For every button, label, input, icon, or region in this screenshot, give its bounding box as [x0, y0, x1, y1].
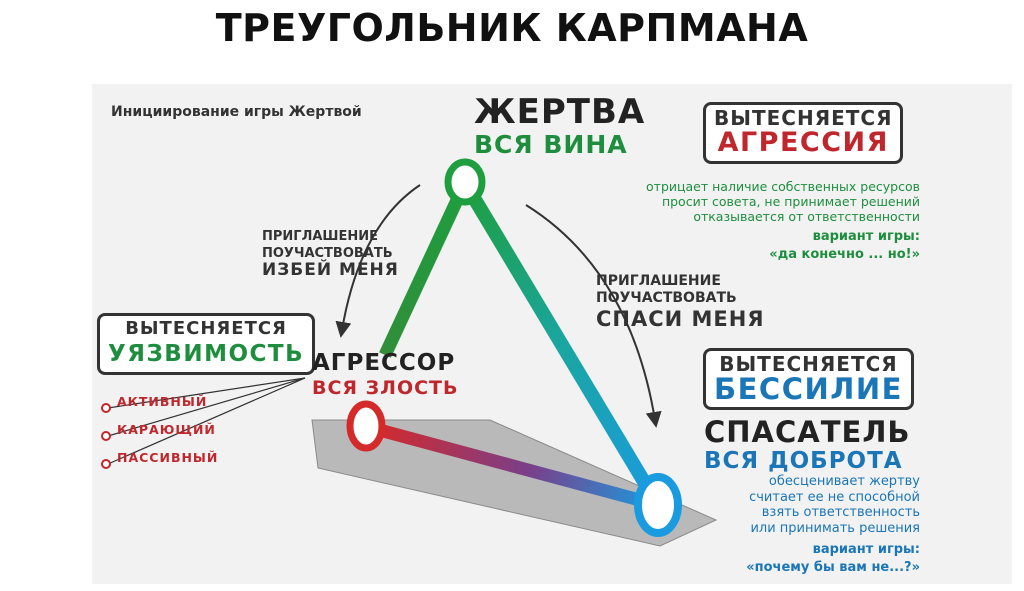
rescuer-description: обесценивает жертву считает ее не способ… [640, 474, 920, 536]
victim-description-line: отказывается от ответственности [693, 209, 920, 224]
arrow-left-invitation [335, 184, 421, 338]
type-connector-2 [107, 377, 306, 437]
type-dot-1 [101, 403, 111, 413]
rescuer-game-value: «почему бы вам не...?» [746, 560, 920, 575]
aggressor-title: АГРЕССОР [312, 350, 456, 376]
invitation-left-line2: ПОУЧАСТВОВАТЬ [262, 246, 393, 261]
aggressor-type-passive: ПАССИВНЫЙ [117, 450, 219, 465]
invitation-right-line3: СПАСИ МЕНЯ [596, 307, 765, 331]
rescuer-title: СПАСАТЕЛЬ [704, 415, 911, 449]
victim-game-value: «да конечно ... но!» [769, 247, 920, 262]
bar-victim-rescuer [458, 179, 665, 509]
aggressor-displaced-box: ВЫТЕСНЯЕТСЯ УЯЗВИМОСТЬ [97, 313, 316, 375]
rescuer-description-line: обесценивает жертву [768, 474, 920, 489]
aggressor-subtitle: ВСЯ ЗЛОСТЬ [312, 377, 459, 399]
rescuer-displaced-box: ВЫТЕСНЯЕТСЯ БЕССИЛИЕ [703, 348, 914, 410]
type-dot-3 [101, 459, 111, 469]
invitation-right-line2: ПОУЧАСТВОВАТЬ [596, 290, 737, 306]
rescuer-game-label: вариант игры: [812, 542, 920, 557]
rescuer-description-line: или принимать решения [750, 520, 920, 536]
victim-description-line: отрицает наличие собственных ресурсов [646, 179, 920, 194]
victim-game-label: вариант игры: [812, 229, 920, 244]
rescuer-displaced-value: БЕССИЛИЕ [714, 372, 903, 406]
rescuer-description-line: считает ее не способной [749, 489, 920, 505]
victim-node [444, 158, 486, 206]
victim-displaced-box: ВЫТЕСНЯЕТСЯ АГРЕССИЯ [703, 102, 904, 164]
rescuer-subtitle: ВСЯ ДОБРОТА [704, 448, 903, 474]
page-title: ТРЕУГОЛЬНИК КАРПМАНА [215, 6, 809, 50]
type-connector-3 [107, 377, 306, 465]
victim-title: ЖЕРТВА [474, 92, 646, 132]
rescuer-displaced-label: ВЫТЕСНЯЕТСЯ [719, 352, 898, 376]
bar-victim-aggressor [379, 180, 471, 358]
invitation-left-line1: ПРИГЛАШЕНИЕ [262, 229, 379, 244]
invitation-right-line1: ПРИГЛАШЕНИЕ [596, 273, 721, 289]
rescuer-description-line: взять ответственность [761, 505, 920, 520]
aggressor-type-active: АКТИВНЫЙ [117, 394, 208, 409]
arrow-right-invitation [525, 204, 662, 428]
rescuer-node [634, 473, 682, 537]
type-dot-2 [101, 431, 111, 441]
aggressor-displaced-label: ВЫТЕСНЯЕТСЯ [125, 318, 287, 339]
victim-subtitle: ВСЯ ВИНА [474, 130, 628, 159]
type-connector-1 [107, 377, 306, 409]
victim-description-line: просит совета, не принимает решений [661, 194, 920, 209]
bar-aggressor-rescuer [370, 421, 660, 512]
initiation-note: Инициирование игры Жертвой [111, 104, 362, 120]
invitation-left: ПРИГЛАШЕНИЕ ПОУЧАСТВОВАТЬ ИЗБЕЙ МЕНЯ [262, 228, 399, 279]
invitation-left-line3: ИЗБЕЙ МЕНЯ [262, 260, 399, 280]
aggressor-displaced-value: УЯЗВИМОСТЬ [108, 341, 305, 367]
victim-displaced-label: ВЫТЕСНЯЕТСЯ [714, 106, 893, 130]
victim-description: отрицает наличие собственных ресурсов пр… [560, 179, 920, 224]
aggressor-type-punishing: КАРАЮЩИЙ [117, 422, 216, 437]
invitation-right: ПРИГЛАШЕНИЕ ПОУЧАСТВОВАТЬ СПАСИ МЕНЯ [596, 273, 765, 331]
aggressor-node [346, 400, 386, 452]
victim-displaced-value: АГРЕССИЯ [717, 127, 889, 158]
shadow-plane [311, 419, 718, 547]
